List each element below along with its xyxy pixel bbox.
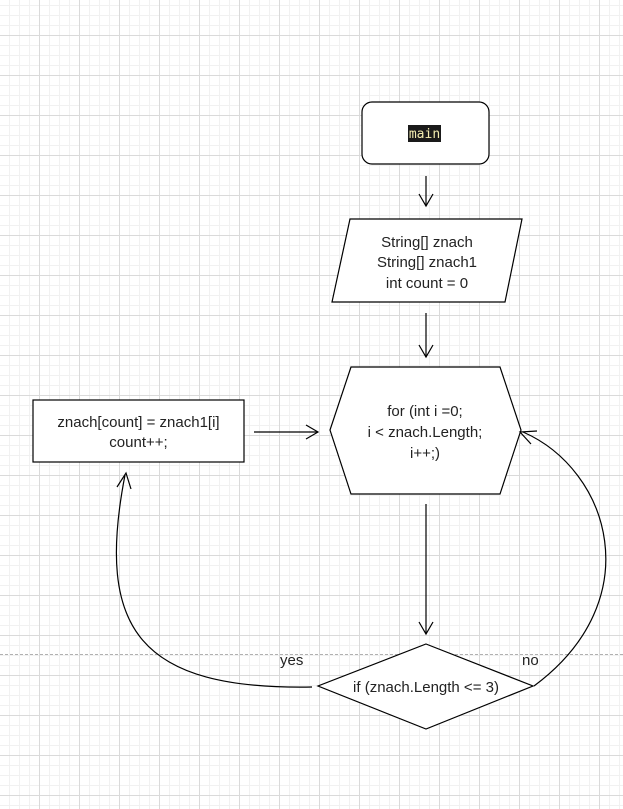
edge-label-no: no bbox=[522, 652, 539, 669]
loop-line-3: i++;) bbox=[410, 445, 440, 462]
edge-declare-to-loop bbox=[418, 313, 434, 359]
condition-label: if (znach.Length <= 3) bbox=[353, 679, 499, 696]
loop-node-shape bbox=[329, 366, 522, 495]
edge-start-to-declare bbox=[418, 176, 434, 208]
condition-node-shape bbox=[316, 643, 535, 730]
assign-node[interactable]: znach[count] = znach1[i] count++; bbox=[32, 399, 245, 463]
assign-line-2: count++; bbox=[109, 434, 167, 451]
edge-label-yes: yes bbox=[280, 652, 303, 669]
declare-node[interactable]: String[] znach String[] znach1 int count… bbox=[331, 218, 523, 303]
declare-line-2: String[] znach1 bbox=[377, 254, 477, 271]
edge-assign-to-loop bbox=[254, 424, 320, 440]
start-node[interactable]: main bbox=[361, 101, 490, 165]
condition-node[interactable]: if (znach.Length <= 3) bbox=[316, 643, 535, 730]
edge-condition-no-to-loop bbox=[518, 430, 607, 687]
loop-node[interactable]: for (int i =0; i < znach.Length; i++;) bbox=[329, 366, 522, 495]
declare-node-shape bbox=[331, 218, 523, 303]
loop-line-2: i < znach.Length; bbox=[368, 424, 483, 441]
assign-node-shape bbox=[32, 399, 245, 463]
assign-line-1: znach[count] = znach1[i] bbox=[57, 414, 219, 431]
edge-condition-yes-to-assign bbox=[115, 471, 313, 688]
loop-line-1: for (int i =0; bbox=[387, 403, 462, 420]
declare-line-3: int count = 0 bbox=[386, 275, 468, 292]
edge-loop-to-condition bbox=[418, 504, 434, 636]
page-break-line bbox=[0, 654, 623, 655]
declare-line-1: String[] znach bbox=[381, 234, 473, 251]
code-highlight bbox=[408, 125, 441, 142]
start-node-label: main bbox=[409, 127, 440, 142]
